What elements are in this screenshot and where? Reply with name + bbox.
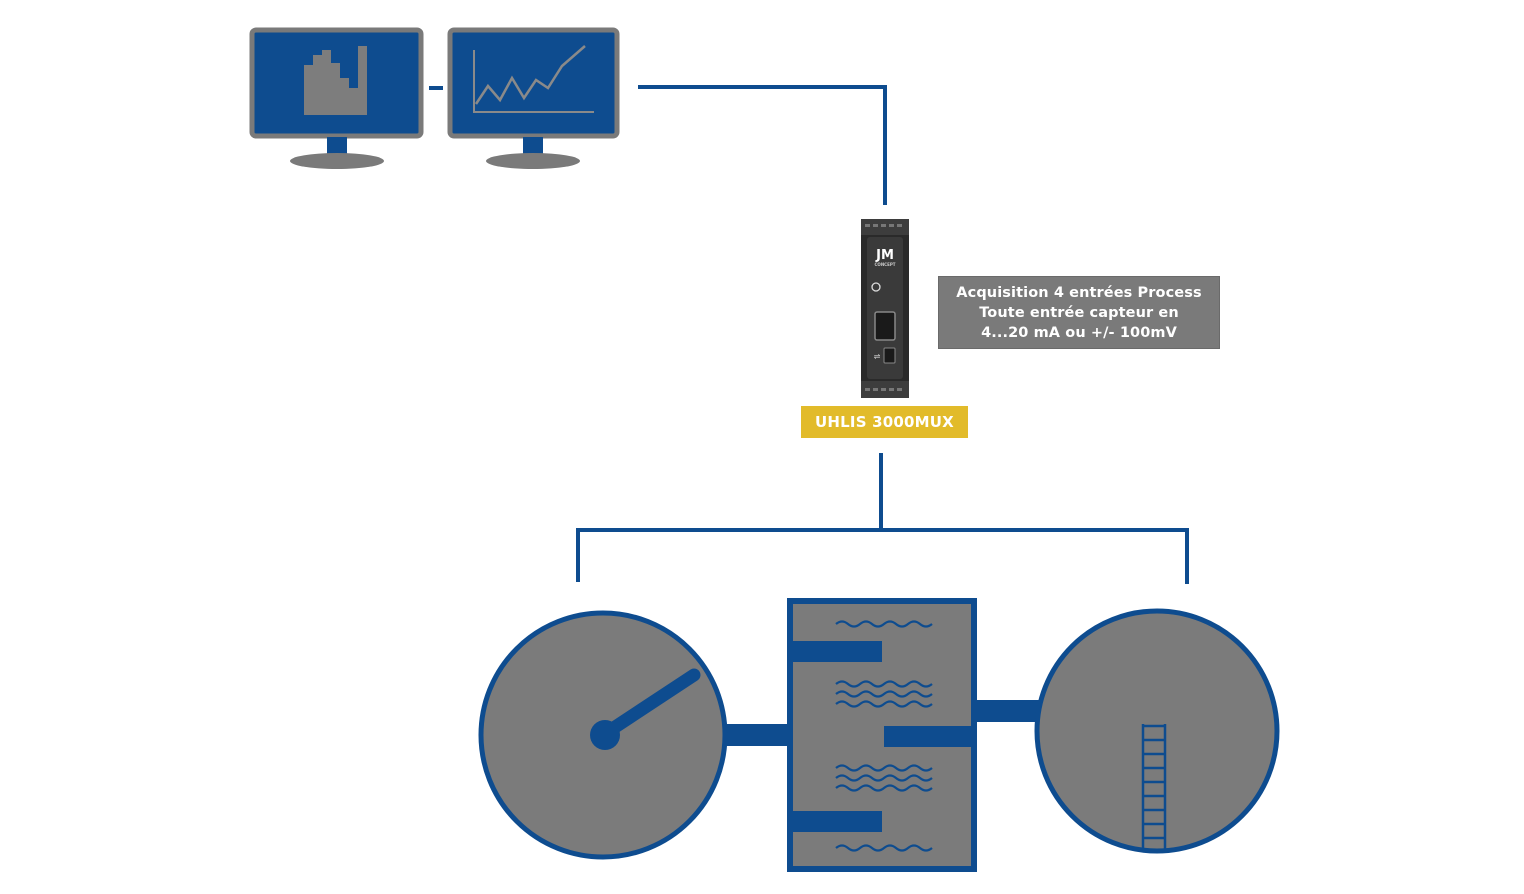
sensor-bus-line: [576, 528, 1189, 584]
device-info-box: Acquisition 4 entrées Process Toute entr…: [938, 276, 1220, 349]
info-line-3: 4...20 mA ou +/- 100mV: [981, 324, 1177, 341]
line-chart-monitor-icon: [447, 27, 620, 169]
device-name-label: UHLIS 3000MUX: [801, 406, 968, 438]
baffle-tank-icon: [787, 598, 977, 872]
bar-chart-monitor-icon: [249, 27, 424, 169]
level-scale-tank-icon: [970, 608, 1280, 854]
usb-icon: ⇌: [874, 352, 881, 361]
monitor-to-device-line: [638, 85, 887, 205]
power-button-icon: [871, 282, 881, 292]
device-logo-sub: CONCEPT: [874, 262, 895, 267]
uhlis-device-icon: JM CONCEPT ⇌: [861, 219, 909, 398]
device-logo: JM: [875, 248, 894, 263]
display-port-icon: [874, 311, 896, 341]
info-line-1: Acquisition 4 entrées Process: [956, 284, 1202, 301]
info-line-2: Toute entrée capteur en: [979, 304, 1179, 321]
usb-port-icon: [883, 347, 896, 364]
gauge-dial-tank-icon: [478, 610, 795, 860]
connection-lines: [576, 85, 1189, 584]
